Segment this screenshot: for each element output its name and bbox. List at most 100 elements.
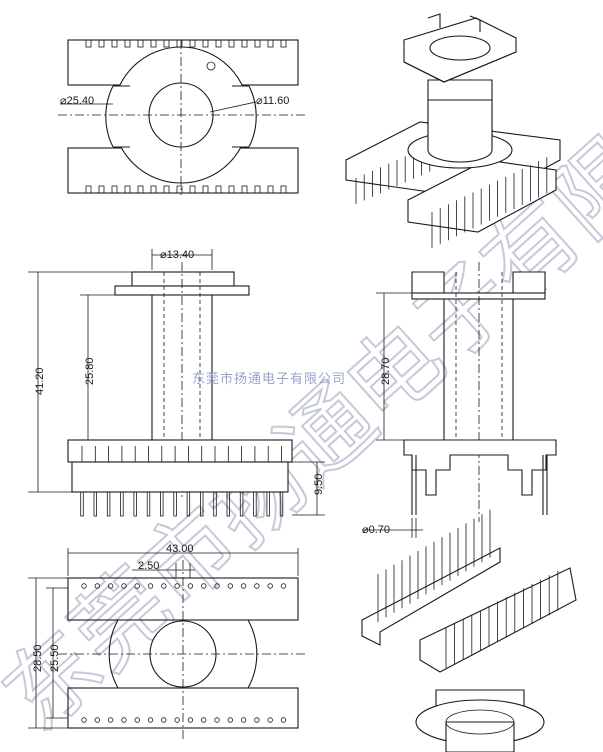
pin-hole: [94, 583, 100, 589]
top-view-orientation-mark: [206, 61, 216, 71]
pin: [199, 491, 204, 517]
bottom-view-upper-pin-row: [81, 583, 287, 589]
pin-hole: [107, 583, 114, 589]
side-view: 28.70 ⌀0.70: [362, 262, 557, 538]
rail-slot: [241, 39, 248, 48]
top-view: ⌀25.40 ⌀11.60: [58, 39, 305, 195]
bottom-view-pin-pitch: 2.50: [138, 560, 159, 572]
pin-hole: [134, 717, 140, 723]
bottom-view-total-width: 43.00: [166, 543, 194, 555]
pin: [253, 491, 257, 517]
rail-slot: [98, 185, 105, 194]
front-view-total-height: 41.20: [34, 367, 46, 395]
pin-hole: [227, 583, 233, 589]
rail-slot: [163, 39, 170, 48]
bottom-view-outer-height: 28.50: [32, 644, 44, 672]
pin-hole: [174, 717, 180, 723]
pin-hole: [174, 583, 180, 589]
pin-hole: [254, 717, 260, 723]
pin-hole: [240, 717, 247, 723]
bottom-view: 43.00 2.50 28.50 25.50: [28, 543, 305, 742]
pin-hole: [94, 717, 100, 723]
pin-hole: [121, 583, 127, 589]
isometric-view-bottom: [361, 509, 577, 752]
pin: [106, 491, 111, 517]
rail-slot: [280, 185, 287, 194]
bottom-view-lower-pin-row: [81, 717, 287, 723]
side-view-winding-height: 28.70: [380, 357, 392, 385]
pin-hole: [187, 717, 194, 723]
top-view-inner-diameter: ⌀11.60: [256, 95, 289, 107]
pin-hole: [147, 583, 154, 589]
side-view-top-flange: [411, 292, 546, 300]
rail-slot: [228, 39, 235, 48]
rail-slot: [85, 39, 92, 48]
front-view-top-flange-lip: [131, 271, 235, 287]
pin-hole: [240, 583, 247, 589]
rail-slot: [254, 185, 261, 194]
rail-slot: [189, 39, 196, 48]
pin-hole: [187, 583, 194, 589]
rail-slot: [137, 185, 144, 194]
bottom-view-inner-height: 25.50: [49, 644, 61, 672]
front-view-pin-length: 9.50: [313, 474, 325, 495]
pin: [160, 491, 164, 517]
pin: [120, 491, 124, 517]
rail-slot: [241, 185, 248, 194]
front-view: ⌀13.40 41.20 25.80 9.50: [28, 249, 325, 517]
isometric-view-top: [345, 13, 561, 248]
rail-slot: [163, 185, 170, 194]
pin-hole: [214, 717, 220, 723]
pin-hole: [254, 583, 260, 589]
pin-hole: [227, 717, 233, 723]
pin-hole: [200, 717, 207, 723]
rail-slot: [267, 185, 274, 194]
rail-slot: [124, 185, 131, 194]
rail-slot: [111, 39, 118, 48]
pin-hole: [280, 583, 287, 589]
rail-slot: [150, 185, 157, 194]
front-view-base: [67, 439, 293, 463]
pin-hole: [214, 583, 220, 589]
rail-slot: [137, 39, 144, 48]
rail-slot: [202, 39, 209, 48]
rail-slot: [124, 39, 131, 48]
top-view-upper-slots: [85, 39, 287, 48]
rail-slot: [215, 39, 222, 48]
pin: [93, 491, 97, 517]
pin-hole: [121, 717, 127, 723]
front-view-pins: [80, 491, 284, 517]
top-view-outer-diameter: ⌀25.40: [60, 95, 94, 107]
pin-hole: [81, 583, 87, 589]
rail-slot: [189, 185, 196, 194]
rail-slot: [267, 39, 274, 48]
rail-slot: [202, 185, 209, 194]
rail-slot: [280, 39, 287, 48]
rail-slot: [98, 39, 105, 48]
company-watermark: 东莞市扬通电子有限公司: [192, 371, 346, 387]
pin-hole: [267, 583, 273, 589]
side-view-right-flange-tab: [512, 271, 546, 294]
side-view-left-flange-tab: [411, 271, 445, 294]
pin-hole: [267, 717, 273, 723]
front-view-winding-height: 25.80: [84, 357, 96, 385]
side-view-pin-diameter: ⌀0.70: [362, 524, 390, 536]
pin-hole: [134, 583, 140, 589]
rail-slot: [176, 185, 183, 194]
pin: [279, 491, 284, 517]
pin: [80, 491, 84, 517]
pin: [226, 491, 230, 517]
pin-hole: [107, 717, 114, 723]
rail-slot: [215, 185, 222, 194]
pin-hole: [280, 717, 287, 723]
rail-slot: [228, 185, 235, 194]
pin: [213, 491, 217, 517]
front-view-core-diameter: ⌀13.40: [160, 249, 194, 261]
rail-slot: [254, 39, 261, 48]
pin: [266, 491, 270, 517]
pin-hole: [81, 717, 87, 723]
rail-slot: [85, 185, 92, 194]
front-view-base-ribs: [81, 446, 282, 462]
pin-hole: [147, 717, 154, 723]
